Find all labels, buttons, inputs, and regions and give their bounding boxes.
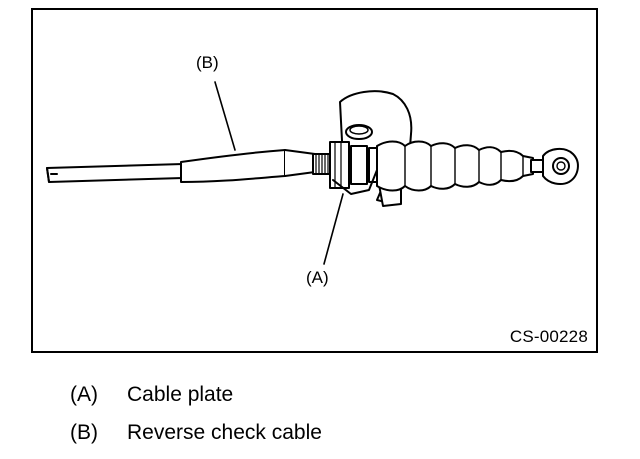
legend: (A) Cable plate (B) Reverse check cable	[70, 383, 322, 459]
legend-key: (B)	[70, 421, 98, 444]
leader-line-a	[323, 193, 344, 265]
legend-label: Cable plate	[127, 383, 234, 406]
figure-frame: (B) (A) CS-00228	[31, 8, 598, 353]
legend-label: Reverse check cable	[127, 421, 322, 444]
cable-illustration	[46, 81, 579, 265]
figure-id: CS-00228	[509, 327, 588, 346]
legend-key: (A)	[70, 383, 98, 406]
leader-line-b	[214, 81, 236, 151]
cable-end-left	[46, 163, 184, 183]
mounting-nuts	[329, 141, 378, 189]
cable-sleeve	[180, 149, 316, 183]
legend-item-a: (A) Cable plate	[70, 383, 322, 421]
callout-b: (B)	[196, 53, 219, 72]
callout-a: (A)	[306, 268, 329, 287]
rod-end	[530, 148, 579, 185]
rubber-boot	[376, 140, 534, 192]
legend-item-b: (B) Reverse check cable	[70, 421, 322, 459]
